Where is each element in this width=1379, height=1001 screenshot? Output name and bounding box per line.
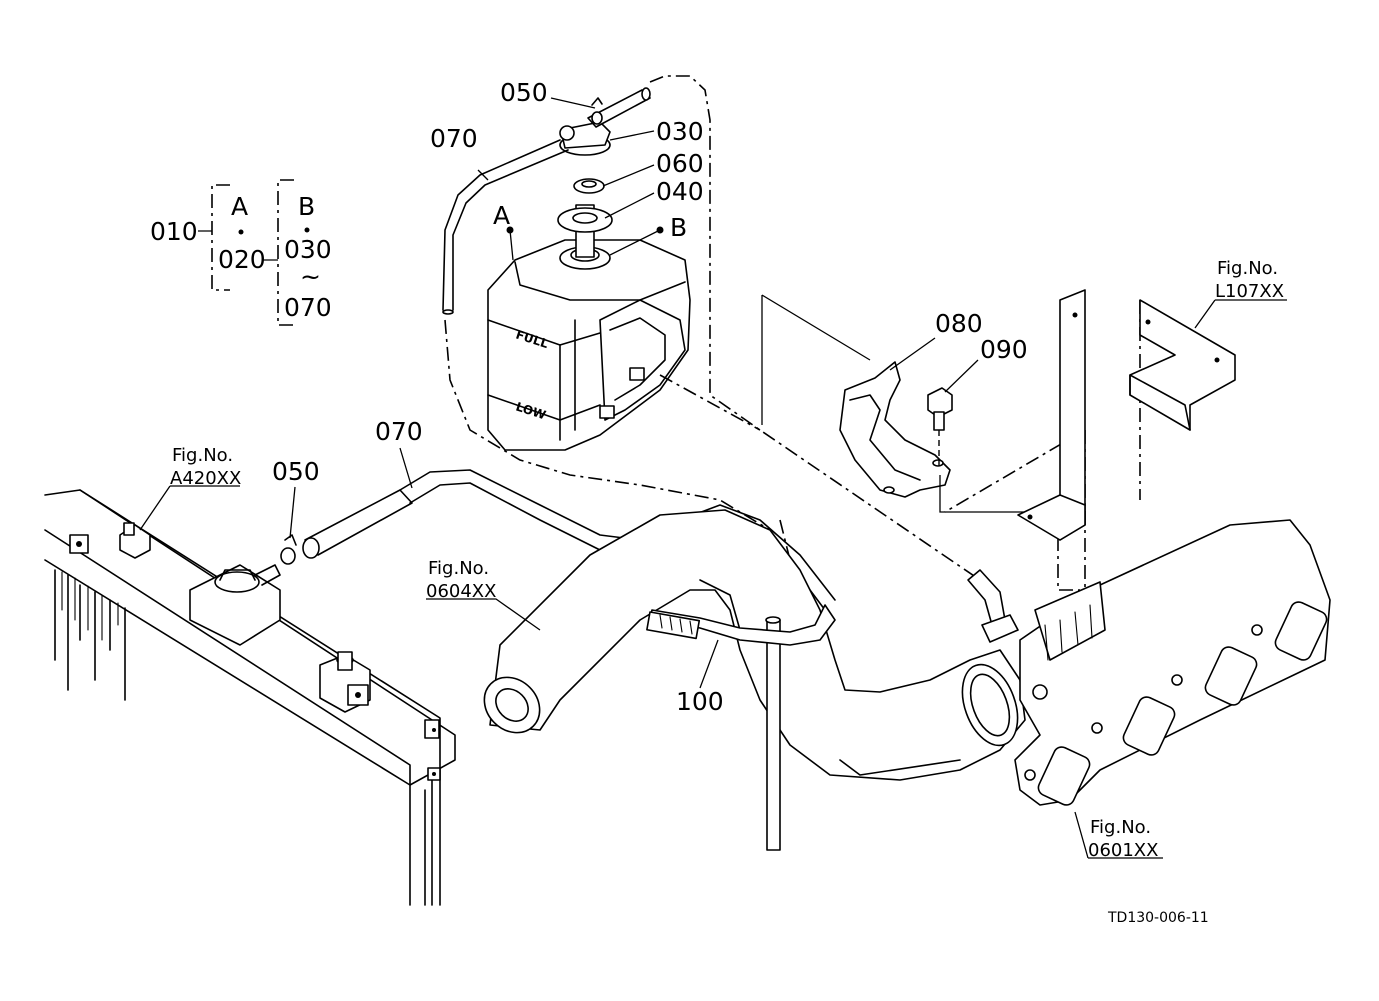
key-part-030: 030 (284, 235, 332, 264)
label-030: 030 (656, 117, 704, 146)
fig-ref-l107-code: L107XX (1215, 281, 1284, 302)
hose-top (442, 87, 651, 315)
label-070-top: 070 (430, 124, 478, 153)
fig-ref-0601-code: 0601XX (1088, 840, 1158, 861)
fig-ref-0604-code: 0604XX (426, 581, 496, 602)
label-050-top: 050 (500, 78, 548, 107)
key-range-symbol: ~ (300, 262, 321, 291)
fig-ref-a420-code: A420XX (170, 468, 241, 489)
label-050-mid: 050 (272, 457, 320, 486)
cable-tie (646, 604, 836, 646)
bracket-080 (839, 361, 951, 498)
drawing-id: TD130-006-11 (1107, 910, 1209, 926)
key-parent-010: 010 (150, 217, 198, 246)
fig-ref-0601-heading: Fig.No. (1090, 817, 1151, 838)
exhaust-manifold (1014, 519, 1331, 806)
label-040: 040 (656, 177, 704, 206)
hose-right (967, 569, 1019, 643)
leader-lines (139, 97, 1287, 859)
label-tank-b: B (670, 213, 687, 242)
label-090: 090 (980, 335, 1028, 364)
label-tank-a: A (493, 201, 510, 230)
intake-duct (483, 509, 1026, 851)
label-060: 060 (656, 149, 704, 178)
mount-bracket (1017, 289, 1236, 541)
label-070-mid: 070 (375, 417, 423, 446)
fig-ref-l107-heading: Fig.No. (1217, 258, 1278, 279)
part-labels: 050 070 030 060 040 A B 080 090 070 050 … (272, 78, 1028, 716)
key-part-070: 070 (284, 293, 332, 322)
label-100: 100 (676, 687, 724, 716)
cap-stack (557, 121, 613, 270)
bolt-090 (927, 387, 953, 470)
key-group-a: A (231, 192, 248, 221)
reserve-tank: FULL LOW (487, 239, 691, 451)
key-group-b: B (298, 192, 315, 221)
key-part-020: 020 (218, 245, 266, 274)
assembly-key: 010 A 020 B 030 ~ 070 (150, 179, 332, 326)
radiator (44, 489, 456, 906)
label-080: 080 (935, 309, 983, 338)
fig-ref-a420-heading: Fig.No. (172, 445, 233, 466)
fig-ref-0604-heading: Fig.No. (428, 558, 489, 579)
fig-references: Fig.No. A420XX Fig.No. 0604XX Fig.No. L1… (170, 258, 1284, 861)
